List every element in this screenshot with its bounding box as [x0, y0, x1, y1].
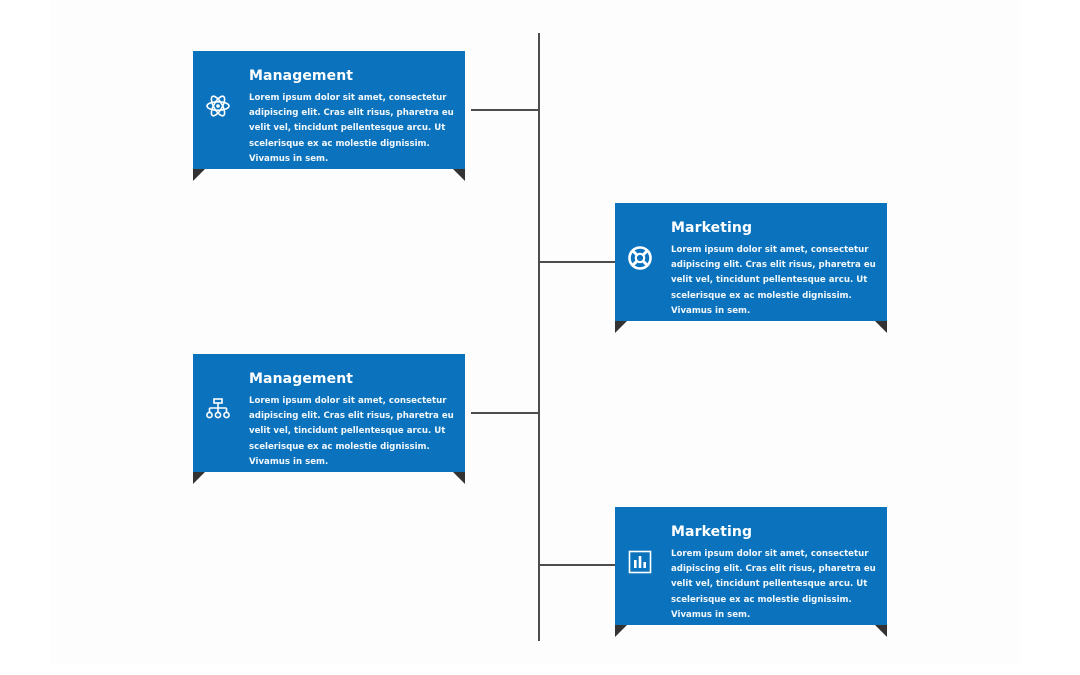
lifebuoy-icon	[627, 245, 653, 271]
atom-icon	[205, 93, 231, 119]
fold-right	[453, 169, 465, 181]
fold-right	[453, 472, 465, 484]
connector-2	[539, 261, 615, 263]
connector-3	[471, 412, 539, 414]
card-body: Lorem ipsum dolor sit amet, consectetur …	[249, 93, 454, 164]
fold-left	[193, 169, 205, 181]
fold-left	[193, 472, 205, 484]
card-body: Lorem ipsum dolor sit amet, consectetur …	[671, 549, 876, 620]
card-title: Management	[249, 371, 354, 387]
card-body: Lorem ipsum dolor sit amet, consectetur …	[249, 396, 454, 467]
card-body: Lorem ipsum dolor sit amet, consectetur …	[671, 245, 876, 316]
card-marketing-1: Marketing Lorem ipsum dolor sit amet, co…	[615, 203, 887, 333]
fold-right	[875, 321, 887, 333]
timeline-spine	[538, 33, 540, 641]
connector-4	[539, 564, 615, 566]
card-management-2: Management Lorem ipsum dolor sit amet, c…	[193, 354, 465, 484]
card-title: Marketing	[671, 524, 753, 540]
bar-chart-icon	[627, 549, 653, 575]
hierarchy-icon	[205, 396, 231, 422]
card-title: Management	[249, 68, 354, 84]
connector-1	[471, 109, 539, 111]
fold-right	[875, 625, 887, 637]
card-management-1: Management Lorem ipsum dolor sit amet, c…	[193, 51, 465, 181]
card-title: Marketing	[671, 220, 753, 236]
fold-left	[615, 625, 627, 637]
fold-left	[615, 321, 627, 333]
card-marketing-2: Marketing Lorem ipsum dolor sit amet, co…	[615, 507, 887, 637]
